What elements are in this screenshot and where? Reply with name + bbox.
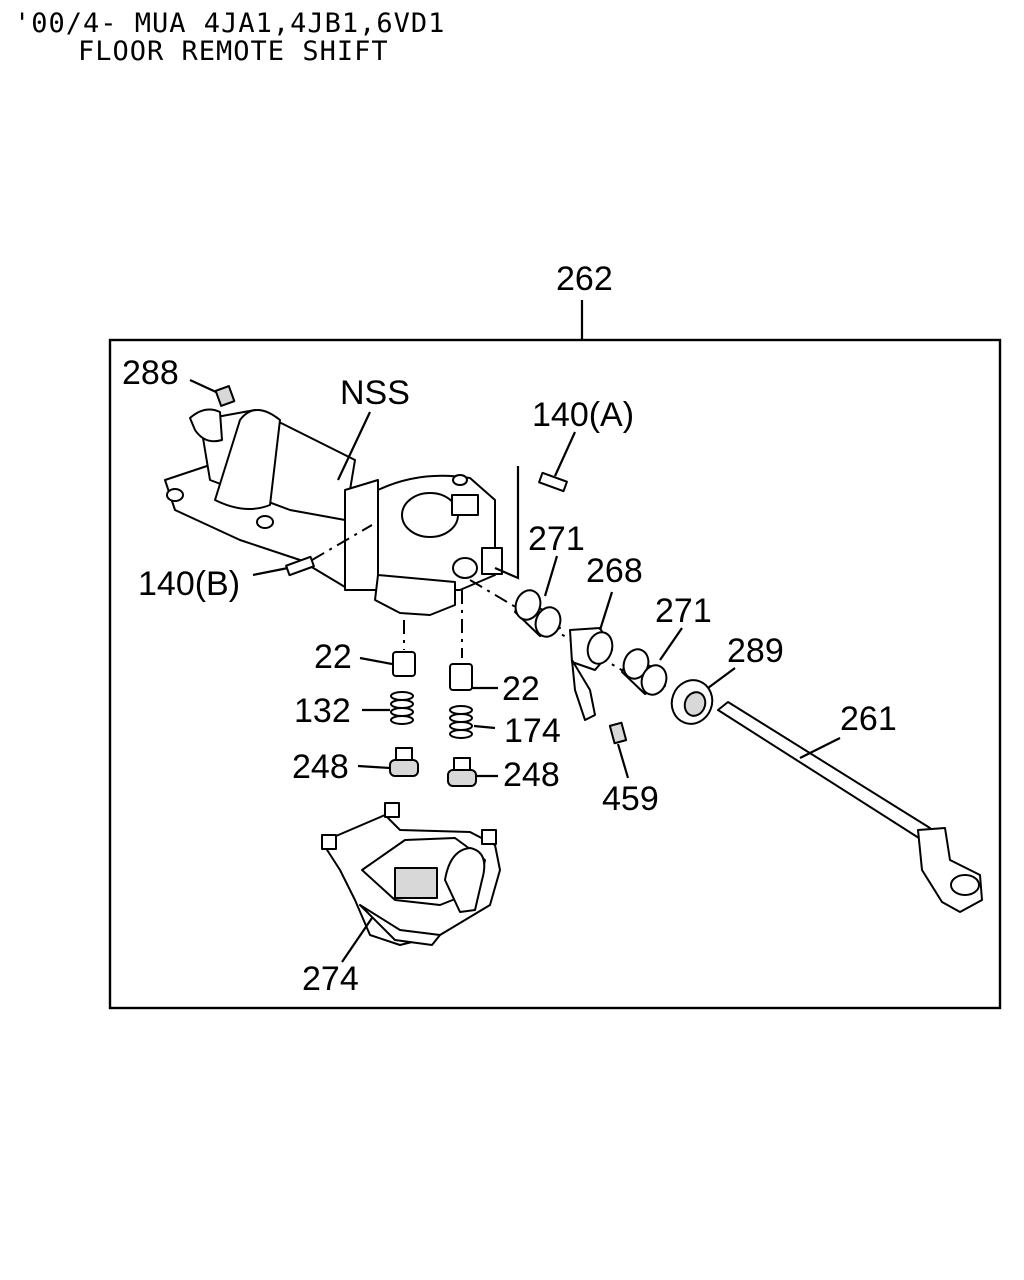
part-271-bushing-b [621, 648, 668, 696]
leader-271b [659, 627, 683, 661]
leader-nss [337, 411, 371, 481]
leader-22a [359, 656, 393, 666]
callout-289: 289 [727, 632, 784, 670]
part-261-shaft [717, 701, 983, 913]
axis-140b [311, 524, 373, 561]
callout-22a: 22 [314, 638, 352, 676]
leader-459 [616, 743, 630, 779]
leader-288 [189, 379, 217, 393]
diagram-header-line2: FLOOR REMOTE SHIFT [78, 36, 389, 67]
callout-248b: 248 [503, 756, 560, 794]
leader-140a [553, 431, 577, 477]
leader-174 [473, 724, 496, 730]
callout-271b: 271 [655, 592, 712, 630]
leader-248a [357, 764, 391, 770]
part-174-spring [449, 705, 473, 739]
assembly-frame [108, 338, 1002, 1010]
callout-288: 288 [122, 354, 179, 392]
callout-140b: 140(B) [138, 565, 240, 603]
callout-261: 261 [840, 700, 897, 738]
callout-140a: 140(A) [532, 396, 634, 434]
part-140a-pin [538, 471, 568, 493]
part-248-plug-right [447, 757, 477, 787]
part-459-pin [608, 721, 628, 745]
part-248-plug-left [389, 747, 419, 777]
part-289-bearing [670, 679, 714, 725]
leader-268 [598, 591, 614, 631]
callout-248a: 248 [292, 748, 349, 786]
part-22-plunger-left [392, 651, 416, 677]
part-132-spring [390, 691, 414, 725]
part-22-plunger-right [449, 663, 473, 691]
part-140b-pin [285, 555, 315, 577]
callout-274: 274 [302, 960, 359, 998]
diagram-header-line1: '00/4- MUA 4JA1,4JB1,6VD1 [14, 8, 446, 39]
callout-271a: 271 [528, 520, 585, 558]
leader-140b [252, 566, 289, 577]
callout-nss: NSS [340, 374, 410, 412]
callout-268: 268 [586, 552, 643, 590]
leader-271a [543, 555, 559, 597]
part-268-lever [569, 627, 614, 721]
part-274-cover [321, 802, 501, 946]
callout-132: 132 [294, 692, 351, 730]
part-288-bolt [214, 385, 236, 407]
callout-262: 262 [556, 260, 613, 298]
callout-459: 459 [602, 780, 659, 818]
shift-housing [164, 408, 503, 616]
pin-guide-140a [494, 466, 520, 580]
part-271-bushing-a [514, 589, 562, 638]
callout-22b: 22 [502, 670, 540, 708]
callout-174: 174 [504, 712, 561, 750]
leader-274 [341, 917, 373, 963]
leader-289 [707, 667, 736, 689]
leader-261 [799, 737, 841, 759]
